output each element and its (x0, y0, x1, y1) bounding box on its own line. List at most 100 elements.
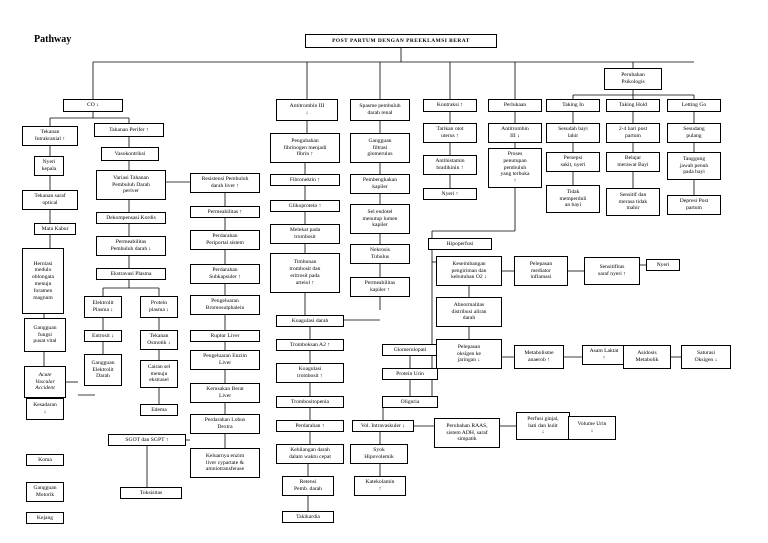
node-trombositopenia: Trombositopenia (276, 396, 344, 408)
node-kerusakan: Kerusakan Berat Liver (190, 383, 260, 403)
node-hipoperfusi: Hipoperfusi (428, 238, 492, 250)
node-sesudah: Sesudah bayi lahir (546, 123, 600, 143)
node-sensitifitas: Sensitifitas saraf nyeri ↑ (584, 257, 640, 285)
node-psiko: Perubahan Psikologis (604, 68, 662, 90)
node-protein: Protein plasma ↓ (140, 296, 178, 318)
node-lettinggo: Letting Go (667, 99, 721, 112)
node-ruptur: Ruptur Liver (190, 330, 260, 342)
node-asidosis: Asidosis Metabolik (623, 345, 671, 369)
node-cairan: Cairan sel menuju ekstrasel (140, 360, 178, 388)
node-sgot: SGOT dan SGPT ↑ (108, 434, 186, 446)
node-tanggung: Tanggung jawab penuh pada bayi (667, 152, 721, 180)
node-takikardia: Takikardia (282, 511, 334, 523)
node-perdarahan: Perdarahan ↑ (276, 420, 344, 432)
node-vasokon: Vasokontriksi (101, 147, 159, 161)
node-lobus: Perdarahan Lobus Dextra (190, 414, 260, 434)
node-pengeluaranbrom: Pengeluaran Bromosulphalein (190, 295, 260, 315)
node-spasme: Spasme pembuluh darah renal (350, 99, 410, 121)
node-tperifer: Tahanan Perifer ↑ (94, 123, 164, 137)
node-pembengkakan: Pembengkakan kapiler (350, 174, 410, 194)
node-herniasi: Herniasi medulo oblongata menuju foramen… (22, 248, 64, 314)
node-gfiltrasi: Gangguan filtrasi glomerulus (350, 133, 410, 163)
node-antiIII: Antitrombin III ↓ (276, 99, 338, 121)
node-nekrosis: Nekrosis Tubulus (350, 244, 410, 264)
node-melekat: Melekat pada trombosit (270, 224, 340, 244)
node-gmotorik: Gangguan Motorik (26, 482, 64, 502)
node-edema: Edema (140, 404, 178, 416)
node-elektrolit: Elektrolit Plasma ↓ (84, 296, 122, 318)
node-sesudangpulang: Sesudang pulang (667, 123, 721, 143)
diagram-title: Pathway (34, 34, 72, 45)
node-duaempat: 2-4 hari post partum (606, 123, 660, 143)
node-enzim: Pengeluaran Enzim Liver (190, 350, 260, 370)
node-antihistamin: Antihistamin bradikinin ↑ (423, 155, 477, 175)
node-periportal: Perdarahan Periportal sistem (190, 230, 260, 250)
node-root: POST PARTUM DENGAN PREEKLAMSI BERAT (305, 34, 497, 48)
node-koma: Koma (26, 454, 64, 466)
node-koagulasi: Koagulasi darah (276, 315, 344, 327)
node-dekomp: Dekompensasi Kordis (96, 212, 166, 224)
node-syok: Syok Hipovolemik (350, 444, 408, 464)
node-keseimbangan: Keseimbangan pengiriman dan kebutuhan O2… (436, 256, 502, 286)
node-abnormal: Abnormalitas distribusi aliran darah (436, 297, 502, 327)
node-co: CO ↓ (63, 99, 123, 112)
node-gfungsi: Gangguan fungsi pusat vital (24, 318, 66, 352)
node-volurin: Volume Urin ↓ (568, 416, 616, 440)
node-takinghold: Taking Hold (606, 99, 660, 112)
node-tromboksan: Tromboksan A2 ↑ (276, 339, 344, 351)
node-nyeri2: Nyeri (646, 259, 680, 271)
node-depresi: Depresi Post partum (667, 195, 721, 215)
node-proteinurin: Protein Urin (382, 368, 438, 380)
node-kehilangan: Kehilangan darah dalam waktu cepat (276, 444, 344, 464)
node-antiIII2: Antitrombin III ↓ (488, 123, 542, 143)
node-glomerulopati: Glomerulopati (382, 344, 438, 356)
node-raas: Perubahan RAAS, sistem ADH, saraf simpat… (434, 418, 500, 448)
node-toksisitas: Toksisitas (120, 487, 182, 499)
node-saturasi: Saturasi Oksigen ↓ (681, 345, 731, 369)
node-tidakmemper: Tidak memperduli an bayi (546, 185, 600, 213)
node-oliguria: Oliguria (382, 396, 438, 408)
node-koagtromb: Koagulasi trombosit ↑ (276, 363, 344, 383)
node-nyerikepala: Nyeri kepala (34, 156, 64, 176)
node-timbunan: Timbunan trombosit dan eritrosit pada ar… (270, 253, 340, 293)
node-permpd: Permeabilitas Pembuluh darah ↓ (96, 236, 166, 256)
node-proses: Proses penutupan pembuluh yang terbuka ↑ (488, 148, 542, 188)
node-entrosit: Entrosit ↓ (84, 330, 122, 342)
node-takingin: Taking In (546, 99, 600, 112)
node-pelepasanoks: Pelepasan oksigen ke jaringan ↓ (436, 339, 502, 369)
node-pengubahan: Pengubahan fibrinogen menjadi fibrin ↑ (270, 133, 340, 163)
node-asamlaktat: Asam Laktat ↑ (582, 345, 626, 365)
node-tsaraf: Tekanan saraf optical (22, 190, 78, 210)
node-permkapiler: Permeabilitas kapiler ↑ (350, 277, 410, 297)
node-tosmotik: Tekanan Osmotik ↓ (140, 330, 178, 350)
node-belajar: Belajar merawat Bayi (606, 152, 660, 172)
node-variasi: Variasi Tahanan Pembuluh Darah periver (96, 170, 166, 200)
node-kesadaran: Kesadaran ↓ (26, 398, 64, 420)
node-katekolamin: Katekolamin ↑ (354, 476, 406, 496)
node-keluarnya: Keluarnya enzim liver cypartate & amniot… (190, 448, 260, 478)
node-kejang: Kejang (26, 512, 64, 524)
node-tarikan: Tarikan otot uterus ↑ (423, 123, 477, 143)
node-kontraksi: Kontraksi ↑ (423, 99, 477, 112)
node-persepsi: Persepsi sakit, nyeri (546, 152, 600, 172)
node-subkapsuler: Perdarahan Subkapsuler ↑ (190, 264, 260, 284)
node-resistensi: Resistensi Pembuluh darah liver ↑ (190, 173, 260, 193)
node-pelepasanmed: Pelepasan mediator inflamasi (514, 256, 568, 286)
node-ekstra: Ekstravasi Plasma (96, 268, 166, 280)
node-perfusi: Perfusi ginjal, hati dan kulit ↓ (516, 412, 570, 440)
node-matakabur: Mata Kabur (34, 223, 76, 235)
node-nyeri1: Nyeri ↑ (423, 188, 477, 200)
node-metabolisme: Metabolisme anaerob ↑ (514, 345, 564, 369)
node-volintra: Vol. Intravaskuler ↓ (352, 420, 414, 432)
node-permeab: Permeabilitas ↑ (190, 206, 260, 218)
node-glikoprotein: Glikoprotein ↑ (270, 200, 340, 212)
node-fibronektin: Fibronektin ↑ (270, 174, 340, 186)
node-selendotel: Sel endotel menutup lumen kapiler (350, 204, 410, 234)
node-avc: Acute Vascular Accident (24, 366, 66, 398)
node-retensi: Retensi Pemb. darah (282, 476, 334, 496)
node-gelektrolit: Gangguan Elektrolit Darah (84, 354, 122, 386)
node-sensitif: Sensitif dan merasa tidak mahir (606, 188, 660, 216)
node-tik: Tekanan Intrakranial ↑ (22, 126, 78, 146)
